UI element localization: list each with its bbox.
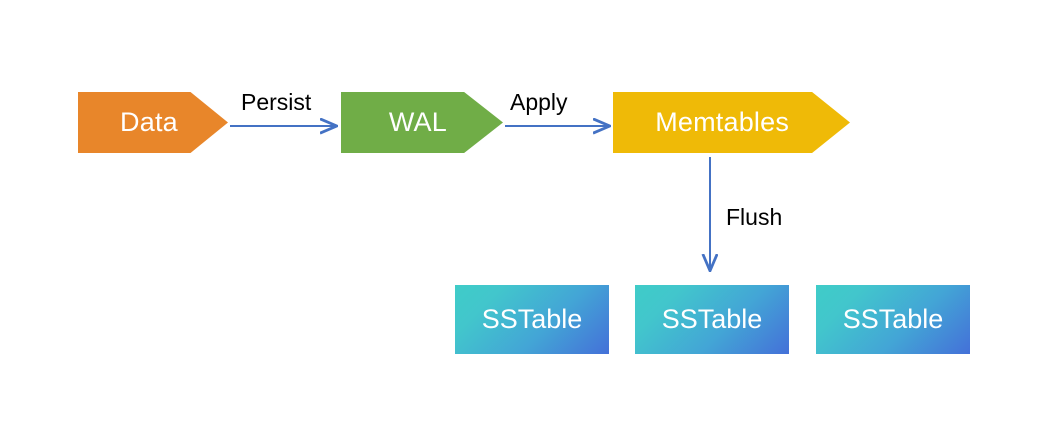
- sstable-box[interactable]: SSTable: [816, 285, 970, 354]
- sstable-label: SSTable: [661, 304, 763, 334]
- connector-persist-arrow: [230, 110, 346, 142]
- edge-label-persist: Persist: [241, 89, 312, 115]
- sstable-label: SSTable: [842, 304, 944, 334]
- connector-apply-arrow: [505, 110, 619, 142]
- node-wal[interactable]: WAL: [341, 92, 503, 153]
- node-wal-label: WAL: [388, 107, 447, 137]
- sstable-box[interactable]: SSTable: [635, 285, 789, 354]
- node-data-label: Data: [120, 107, 178, 137]
- connector-flush-arrow: [690, 157, 730, 280]
- edge-label-flush: Flush: [726, 204, 783, 230]
- node-memtables-label: Memtables: [655, 107, 790, 137]
- edge-label-apply: Apply: [510, 89, 568, 115]
- sstable-label: SSTable: [481, 304, 583, 334]
- sstable-box[interactable]: SSTable: [455, 285, 609, 354]
- node-data[interactable]: Data: [78, 92, 228, 153]
- node-memtables[interactable]: Memtables: [613, 92, 850, 153]
